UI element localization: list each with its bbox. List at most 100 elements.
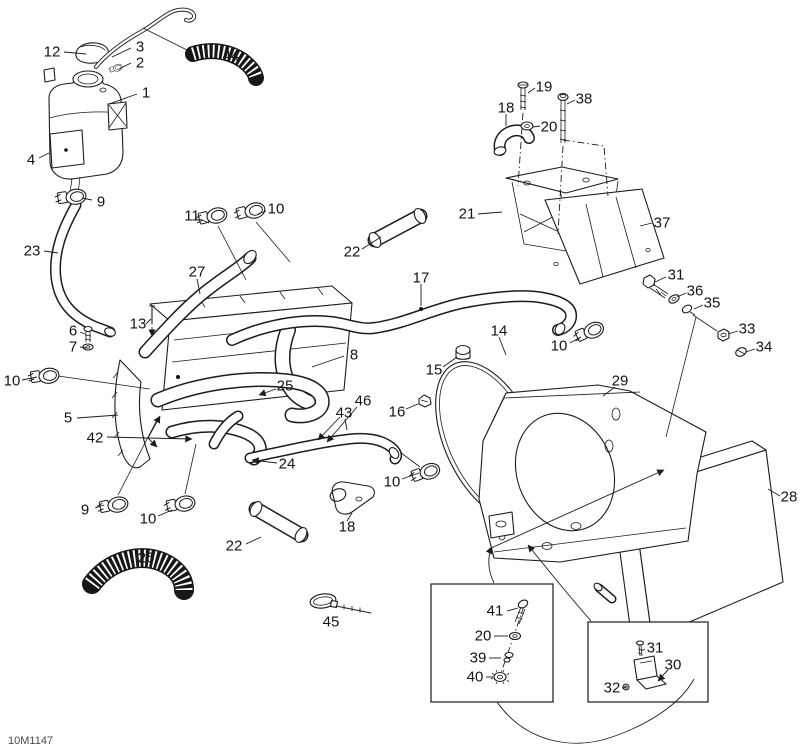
screw-6 xyxy=(83,325,93,342)
tube-22-bottom xyxy=(248,501,309,543)
part-label-20: 20 xyxy=(475,627,492,644)
part-label-22: 22 xyxy=(226,537,243,554)
part-label-17: 17 xyxy=(413,269,430,286)
part-label-34: 34 xyxy=(756,338,773,355)
part-label-18: 18 xyxy=(498,99,515,116)
reference-dots xyxy=(176,307,423,379)
inset-box-left xyxy=(430,583,554,703)
fastener-axis-line xyxy=(665,314,718,438)
part-label-10: 10 xyxy=(551,337,568,354)
part-label-5: 5 xyxy=(64,409,72,426)
part-label-40: 40 xyxy=(467,668,484,685)
part-label-8: 8 xyxy=(350,346,358,363)
hose-17 xyxy=(226,290,578,346)
part-label-9: 9 xyxy=(81,501,89,518)
part-label-29: 29 xyxy=(612,372,629,389)
cap-nut-34 xyxy=(735,347,747,357)
part-label-25: 25 xyxy=(277,377,294,394)
clamp-10-mid xyxy=(407,460,443,487)
part-label-12: 12 xyxy=(44,43,61,60)
part-label-1: 1 xyxy=(142,84,150,101)
hose-elbow-18-top xyxy=(493,124,535,156)
hose-27 xyxy=(138,249,257,359)
coil-hose-26 xyxy=(82,548,194,600)
clamp-10-left xyxy=(26,366,61,387)
inset-connector-curves xyxy=(485,544,695,744)
part-label-6: 6 xyxy=(69,322,77,339)
clamp-bracket-18-bottom xyxy=(329,481,375,515)
part-label-44: 44 xyxy=(223,47,240,64)
leader-lines xyxy=(21,27,781,689)
part-label-19: 19 xyxy=(536,78,553,95)
part-label-10: 10 xyxy=(384,473,401,490)
part-label-7: 7 xyxy=(69,338,77,355)
shield-37 xyxy=(544,188,665,285)
part-label-28: 28 xyxy=(781,488,798,505)
clamp-10-top xyxy=(232,200,268,224)
part-label-32: 32 xyxy=(604,679,621,696)
bolt-38 xyxy=(557,93,569,143)
part-label-10: 10 xyxy=(4,372,21,389)
vent-hose-3 xyxy=(94,7,197,69)
part-label-4: 4 xyxy=(27,151,35,168)
screw-19 xyxy=(517,81,529,110)
part-label-22: 22 xyxy=(344,243,361,260)
part-label-23: 23 xyxy=(24,242,41,259)
clamp-11 xyxy=(194,205,230,229)
bracket-30 xyxy=(633,655,667,690)
part-label-15: 15 xyxy=(426,361,443,378)
fan-shroud-29 xyxy=(478,384,707,563)
part-label-33: 33 xyxy=(739,320,756,337)
fitting-16 xyxy=(418,394,432,408)
hose-43 xyxy=(244,432,403,465)
part-label-10: 10 xyxy=(140,510,157,527)
part-label-38: 38 xyxy=(576,90,593,107)
grommet-15 xyxy=(455,344,471,360)
side-panel-5 xyxy=(111,359,151,469)
part-label-30: 30 xyxy=(665,656,682,673)
part-label-2: 2 xyxy=(136,54,144,71)
part-label-18: 18 xyxy=(339,518,356,535)
part-label-42: 42 xyxy=(87,429,104,446)
part-label-36: 36 xyxy=(687,282,704,299)
part-label-35: 35 xyxy=(704,294,721,311)
part-label-39: 39 xyxy=(470,649,487,666)
coolant-tank-1 xyxy=(43,67,128,200)
flange-nut-40 xyxy=(490,669,510,685)
part-label-45: 45 xyxy=(323,613,340,630)
part-label-46: 46 xyxy=(355,392,372,409)
spacer-35 xyxy=(681,304,696,316)
nut-33 xyxy=(717,328,730,342)
y-hose-24 xyxy=(165,410,267,466)
part-label-13: 13 xyxy=(130,315,147,332)
washer-36 xyxy=(668,294,680,304)
washer-7 xyxy=(82,343,94,351)
washer-20-inset xyxy=(508,631,522,641)
hose-23 xyxy=(49,199,116,338)
part-label-3: 3 xyxy=(136,38,144,55)
cable-tie-45 xyxy=(309,593,372,614)
part-label-26: 26 xyxy=(138,549,155,566)
part-label-24: 24 xyxy=(279,455,296,472)
screw-41 xyxy=(514,599,529,625)
part-label-14: 14 xyxy=(491,322,508,339)
part-label-41: 41 xyxy=(487,602,504,619)
rivet-39 xyxy=(503,651,514,663)
part-label-37: 37 xyxy=(654,214,671,231)
part-label-21: 21 xyxy=(459,205,476,222)
tube-22-top xyxy=(367,208,428,248)
clamp-10-right xyxy=(571,318,607,347)
hose-25 xyxy=(150,372,330,424)
assembly-axis-lines-top xyxy=(517,112,609,235)
part-label-11: 11 xyxy=(184,207,200,224)
part-label-31: 31 xyxy=(668,266,685,283)
drawing-number: 10M1147 xyxy=(8,735,53,747)
part-label-10: 10 xyxy=(268,200,285,217)
screw-31-inset xyxy=(635,640,645,657)
part-label-31: 31 xyxy=(647,639,664,656)
part-label-27: 27 xyxy=(189,263,206,280)
part-label-20: 20 xyxy=(541,118,558,135)
